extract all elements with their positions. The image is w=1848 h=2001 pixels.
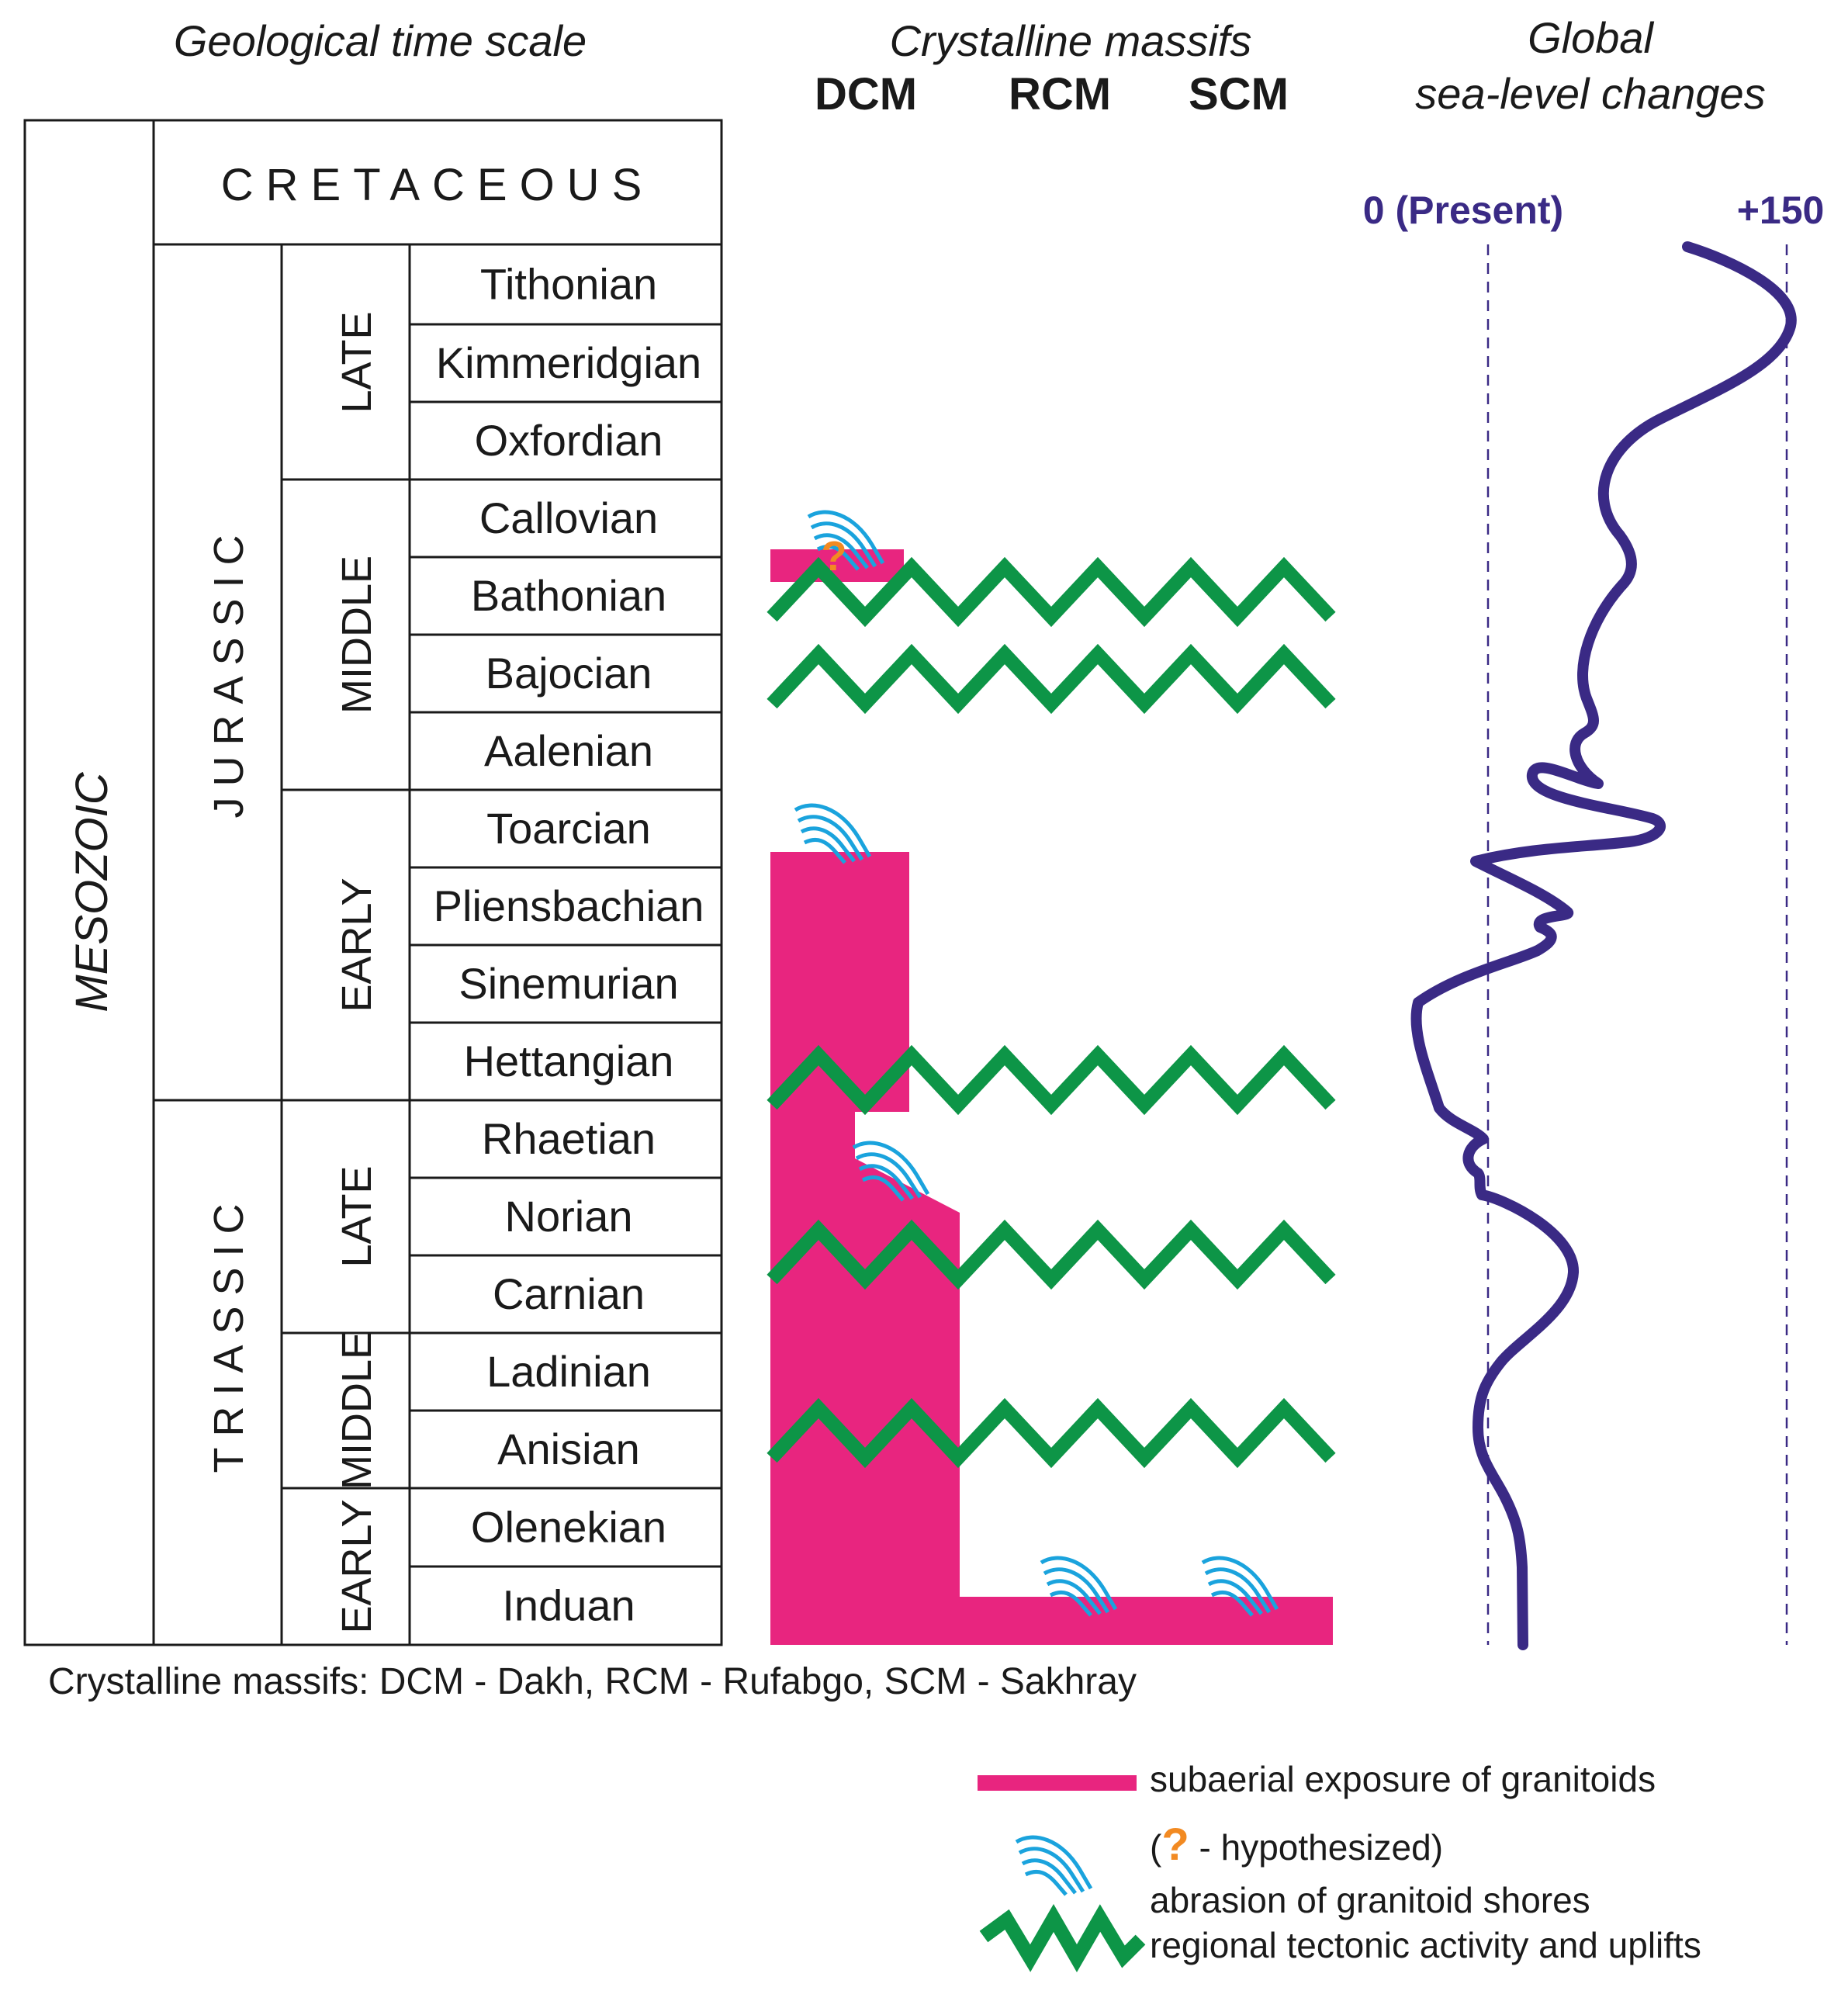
tectonic-zigzag-bajocian (767, 643, 1336, 715)
epoch-label-triassic-early: EARLY (334, 1499, 380, 1633)
massifs-header: Crystalline massifs (889, 16, 1252, 65)
stage-label-toarcian: Toarcian (486, 804, 651, 853)
sea-level-header-line1: Global (1528, 13, 1653, 62)
stage-label-callovian: Callovian (479, 493, 658, 542)
cretaceous-label: CRETACEOUS (221, 160, 655, 210)
legend-tectonic-label: regional tectonic activity and uplifts (1150, 1925, 1701, 1965)
stage-label-oxfordian: Oxfordian (475, 416, 663, 465)
legend-hypothesized-note: (? - hypothesized) (1150, 1819, 1443, 1871)
stage-labels: TithonianKimmeridgianOxfordianCallovianB… (434, 260, 704, 1630)
epoch-label-jurassic-late: LATE (334, 311, 380, 413)
stage-label-norian: Norian (505, 1192, 633, 1241)
legend-abrasion-icon (1016, 1837, 1091, 1895)
tectonic-zigzags (767, 556, 1336, 1469)
stage-label-carnian: Carnian (493, 1269, 645, 1318)
stage-label-bajocian: Bajocian (486, 649, 652, 698)
tectonic-zigzag-anisian (767, 1397, 1336, 1469)
legend-hypothesized-rest: - hypothesized) (1189, 1827, 1444, 1868)
sea-level-curve (1410, 241, 1797, 1650)
tectonic-zigzag-norian (767, 1219, 1336, 1290)
stage-label-aalenian: Aalenian (484, 726, 653, 775)
stage-label-hettangian: Hettangian (464, 1037, 674, 1085)
period-label-jurassic: JURASSIC (206, 524, 252, 818)
legend-abrasion-label: abrasion of granitoid shores (1150, 1880, 1590, 1920)
sea-level-header-line2: sea-level changes (1415, 69, 1766, 118)
massif-label-rcm: RCM (1009, 69, 1112, 119)
stage-label-kimmeridgian: Kimmeridgian (436, 338, 701, 387)
stage-label-anisian: Anisian (497, 1425, 640, 1473)
stage-label-rhaetian: Rhaetian (482, 1114, 656, 1163)
epoch-label-jurassic-early: EARLY (334, 878, 380, 1012)
stage-label-sinemurian: Sinemurian (459, 959, 678, 1008)
legend-exposure-swatch (978, 1775, 1137, 1791)
legend-symbols (978, 1775, 1146, 1973)
stage-label-pliensbachian: Pliensbachian (434, 881, 704, 930)
legend-tectonic-zigzag (979, 1903, 1146, 1973)
time-scale-header: Geological time scale (173, 16, 587, 65)
footnote: Crystalline massifs: DCM - Dakh, RCM - R… (48, 1661, 1137, 1702)
time-scale-table (23, 119, 723, 1646)
stage-label-induan: Induan (502, 1581, 635, 1630)
legend-hypothesized-open: ( (1150, 1827, 1162, 1868)
stage-label-olenekian: Olenekian (471, 1503, 666, 1552)
legend-exposure-label: subaerial exposure of granitoids (1150, 1759, 1656, 1799)
stage-label-tithonian: Tithonian (480, 260, 657, 309)
exposure-area-dcm (770, 852, 1333, 1645)
tectonic-zigzag-bathonian (767, 556, 1336, 628)
era-label: MESOZOIC (67, 771, 117, 1012)
hypothesized-mark: ? (822, 533, 847, 580)
tectonic-zigzag-hettangian (767, 1044, 1336, 1116)
legend-question-icon: ? (1161, 1819, 1189, 1870)
period-label-triassic: TRIASSIC (206, 1193, 252, 1473)
stage-label-ladinian: Ladinian (486, 1347, 651, 1396)
massif-label-scm: SCM (1189, 69, 1289, 119)
sea-level-zero-label: 0 (Present) (1363, 189, 1563, 232)
stage-row-lines (410, 323, 722, 1568)
massif-label-dcm: DCM (815, 69, 918, 119)
table-border (23, 119, 723, 1646)
stage-label-bathonian: Bathonian (471, 571, 666, 620)
epoch-label-triassic-middle: MIDDLE (334, 1331, 380, 1490)
epoch-label-triassic-late: LATE (334, 1165, 380, 1267)
epoch-label-jurassic-middle: MIDDLE (334, 556, 380, 714)
exposure-bar-bathonian (770, 549, 904, 582)
sea-level-max-label: +150 (1737, 189, 1825, 232)
